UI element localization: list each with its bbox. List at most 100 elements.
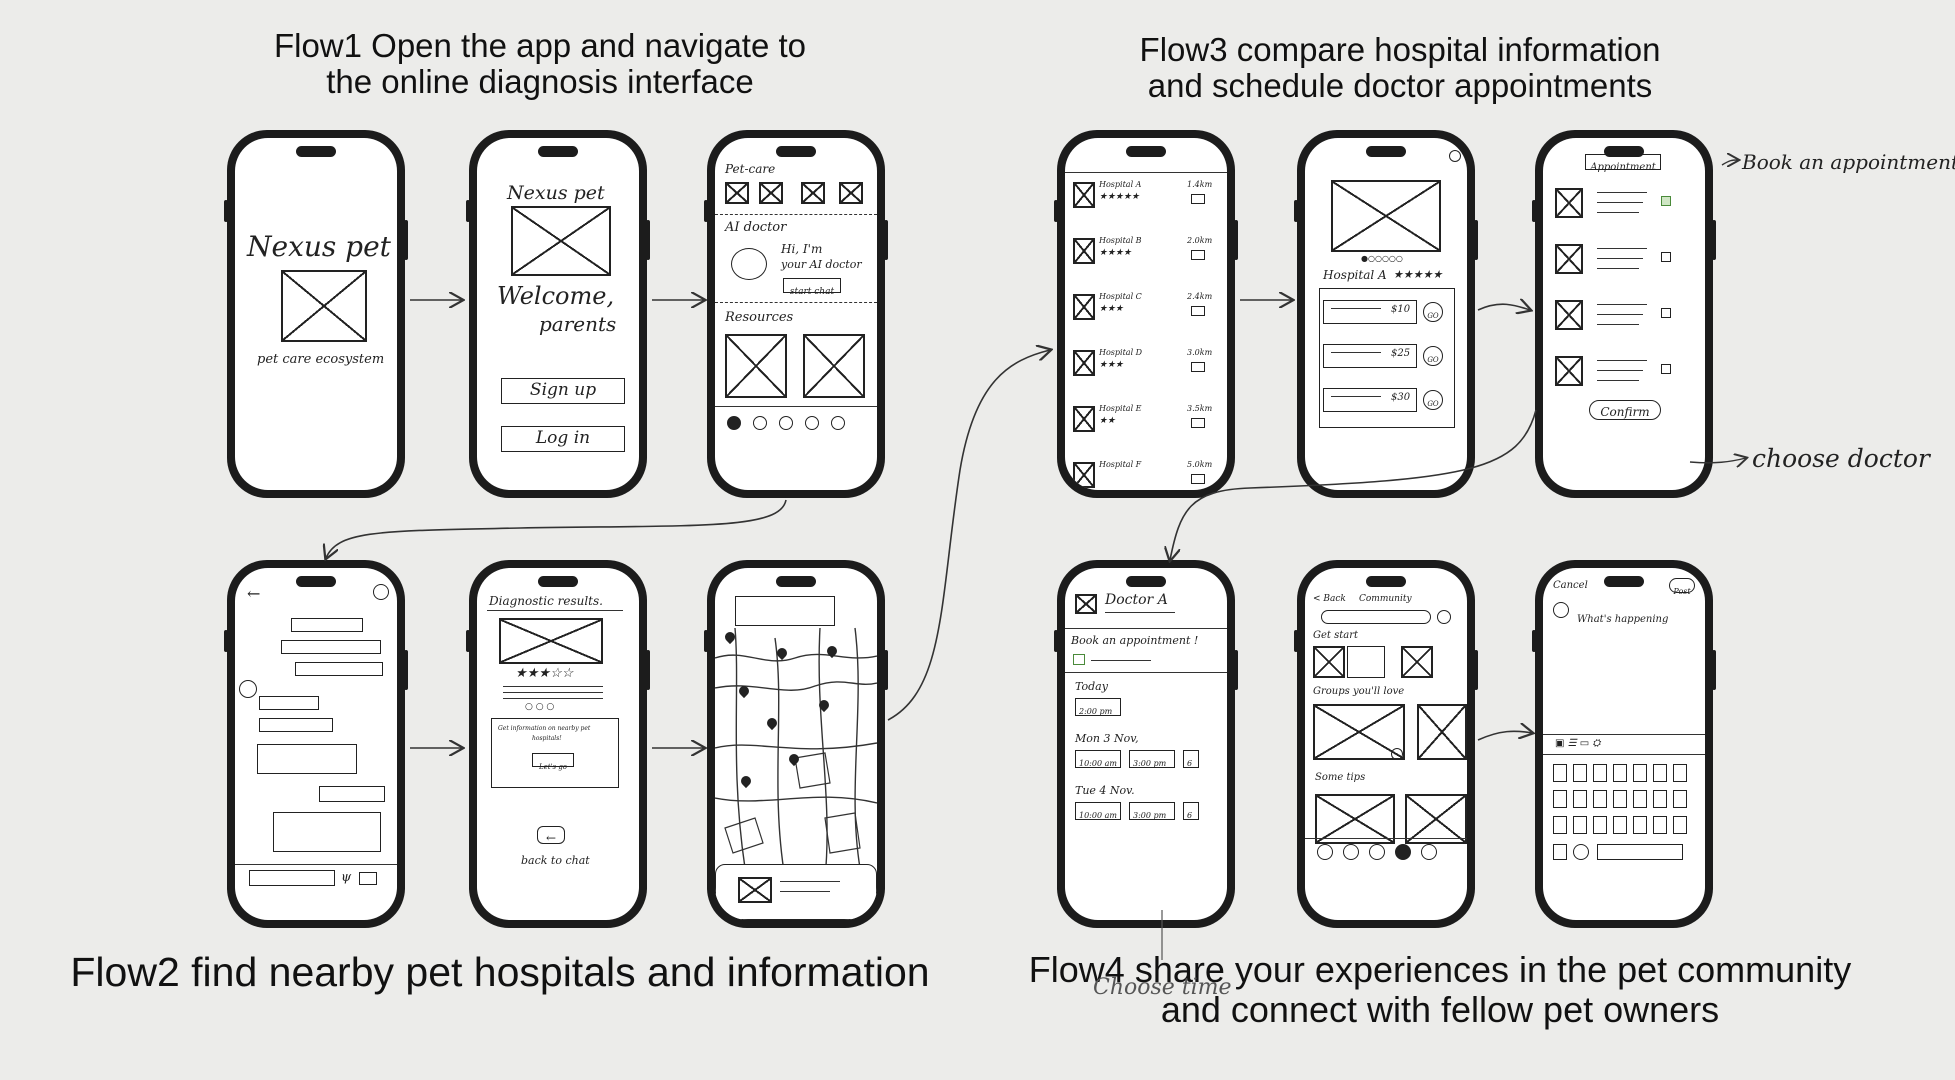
keyboard-key[interactable] [1613, 790, 1627, 808]
hospital-list-item[interactable]: Hospital D★★★3.0km [1065, 346, 1227, 398]
doctor-checkbox[interactable] [1661, 252, 1671, 262]
keyboard-key[interactable] [1613, 764, 1627, 782]
nav-icon[interactable] [1421, 844, 1437, 860]
mail-icon[interactable] [1191, 250, 1205, 260]
keyboard-key[interactable] [1633, 790, 1647, 808]
keyboard-key[interactable] [1553, 764, 1567, 782]
get-start-card[interactable] [1401, 646, 1433, 678]
profile-icon[interactable] [1437, 610, 1451, 624]
group-card[interactable] [1417, 704, 1467, 760]
nav-home-icon[interactable] [727, 416, 741, 430]
mail-icon[interactable] [1191, 474, 1205, 484]
nav-icon[interactable] [805, 416, 819, 430]
keyboard-key[interactable] [1553, 790, 1567, 808]
keyboard-key[interactable] [1653, 816, 1667, 834]
hospital-list-item[interactable]: Hospital A★★★★★1.4km [1065, 178, 1227, 230]
close-icon[interactable] [1449, 150, 1461, 162]
go-button[interactable]: GO [1423, 390, 1443, 410]
time-slot[interactable]: 2:00 pm [1075, 698, 1121, 716]
cancel-button[interactable]: Cancel [1553, 580, 1588, 591]
hospital-list-item[interactable]: Hospital E★★3.5km [1065, 402, 1227, 454]
keyboard-emoji-key[interactable] [1553, 844, 1567, 860]
tip-card[interactable] [1405, 794, 1467, 844]
keyboard-key[interactable] [1673, 764, 1687, 782]
doctor-checkbox[interactable] [1661, 308, 1671, 318]
time-slot[interactable]: 6 [1183, 750, 1199, 768]
time-slot[interactable]: 10:00 am [1075, 750, 1121, 768]
post-button[interactable]: Post [1669, 578, 1695, 596]
doctor-row[interactable] [1543, 182, 1705, 232]
petcare-item[interactable] [801, 182, 825, 204]
back-to-chat-button[interactable]: ← [537, 826, 565, 845]
doctor-row[interactable] [1543, 238, 1705, 288]
group-card[interactable] [1313, 704, 1405, 760]
doctor-row[interactable] [1543, 294, 1705, 344]
toolbar-icons[interactable]: ▣ ☰ ▭ ⛭ [1555, 738, 1601, 749]
time-slot[interactable]: 3:00 pm [1129, 802, 1175, 820]
add-group-icon[interactable] [1391, 748, 1403, 760]
keyboard-key[interactable] [1613, 816, 1627, 834]
nav-community-icon[interactable] [1395, 844, 1411, 860]
petcare-item[interactable] [725, 182, 749, 204]
chat-input[interactable] [249, 870, 335, 886]
go-button[interactable]: GO [1423, 302, 1443, 322]
keyboard-key[interactable] [1673, 790, 1687, 808]
keyboard-spacebar[interactable] [1597, 844, 1683, 860]
doctor-checkbox[interactable] [1661, 196, 1671, 206]
nav-icon[interactable] [779, 416, 793, 430]
mail-icon[interactable] [1191, 306, 1205, 316]
hospital-list-item[interactable]: Hospital C★★★2.4km [1065, 290, 1227, 342]
doctor-checkbox[interactable] [1661, 364, 1671, 374]
map-view[interactable] [715, 568, 877, 920]
resource-card[interactable] [725, 334, 787, 398]
mail-icon[interactable] [1191, 418, 1205, 428]
keyboard-key[interactable] [1593, 790, 1607, 808]
keyboard-key[interactable] [1593, 764, 1607, 782]
camera-icon[interactable] [359, 872, 377, 885]
map-search-bar[interactable] [735, 596, 835, 626]
hospital-list-item[interactable]: Hospital B★★★★2.0km [1065, 234, 1227, 286]
back-button[interactable]: < Back [1313, 594, 1346, 604]
keyboard-mic-key[interactable] [1573, 844, 1589, 860]
get-start-card[interactable] [1313, 646, 1345, 678]
confirm-button[interactable]: Confirm [1589, 400, 1661, 420]
tip-card[interactable] [1315, 794, 1395, 844]
nav-icon[interactable] [753, 416, 767, 430]
back-arrow-icon[interactable]: ← [247, 584, 261, 603]
mail-icon[interactable] [1191, 194, 1205, 204]
keyboard-key[interactable] [1573, 764, 1587, 782]
start-chat-button[interactable]: start chat [783, 278, 841, 297]
nav-icon[interactable] [1369, 844, 1385, 860]
keyboard-key[interactable] [1633, 764, 1647, 782]
time-slot[interactable]: 6 [1183, 802, 1199, 820]
doctor-row[interactable] [1543, 350, 1705, 400]
keyboard-key[interactable] [1673, 816, 1687, 834]
mail-icon[interactable] [1191, 362, 1205, 372]
get-start-card[interactable] [1347, 646, 1385, 678]
petcare-item[interactable] [759, 182, 783, 204]
keyboard-key[interactable] [1653, 764, 1667, 782]
nav-icon[interactable] [831, 416, 845, 430]
keyboard-key[interactable] [1633, 816, 1647, 834]
nav-icon[interactable] [1343, 844, 1359, 860]
keyboard-key[interactable] [1653, 790, 1667, 808]
time-slot[interactable]: 3:00 pm [1129, 750, 1175, 768]
flow1-title: Flow1 Open the app and navigate to the o… [230, 28, 850, 100]
go-button[interactable]: GO [1423, 346, 1443, 366]
keyboard-key[interactable] [1593, 816, 1607, 834]
petcare-item[interactable] [839, 182, 863, 204]
resource-card[interactable] [803, 334, 865, 398]
hospital-preview-card[interactable] [715, 864, 877, 920]
nav-icon[interactable] [1317, 844, 1333, 860]
keyboard-key[interactable] [1553, 816, 1567, 834]
mic-icon[interactable]: ψ [341, 870, 352, 885]
search-input[interactable] [1321, 610, 1431, 624]
post-input[interactable]: What's happening [1577, 614, 1669, 625]
lets-go-button[interactable]: Let's go [532, 753, 574, 771]
log-in-button[interactable]: Log in [501, 426, 625, 452]
keyboard-key[interactable] [1573, 790, 1587, 808]
sign-up-button[interactable]: Sign up [501, 378, 625, 404]
keyboard-key[interactable] [1573, 816, 1587, 834]
time-slot[interactable]: 10:00 am [1075, 802, 1121, 820]
